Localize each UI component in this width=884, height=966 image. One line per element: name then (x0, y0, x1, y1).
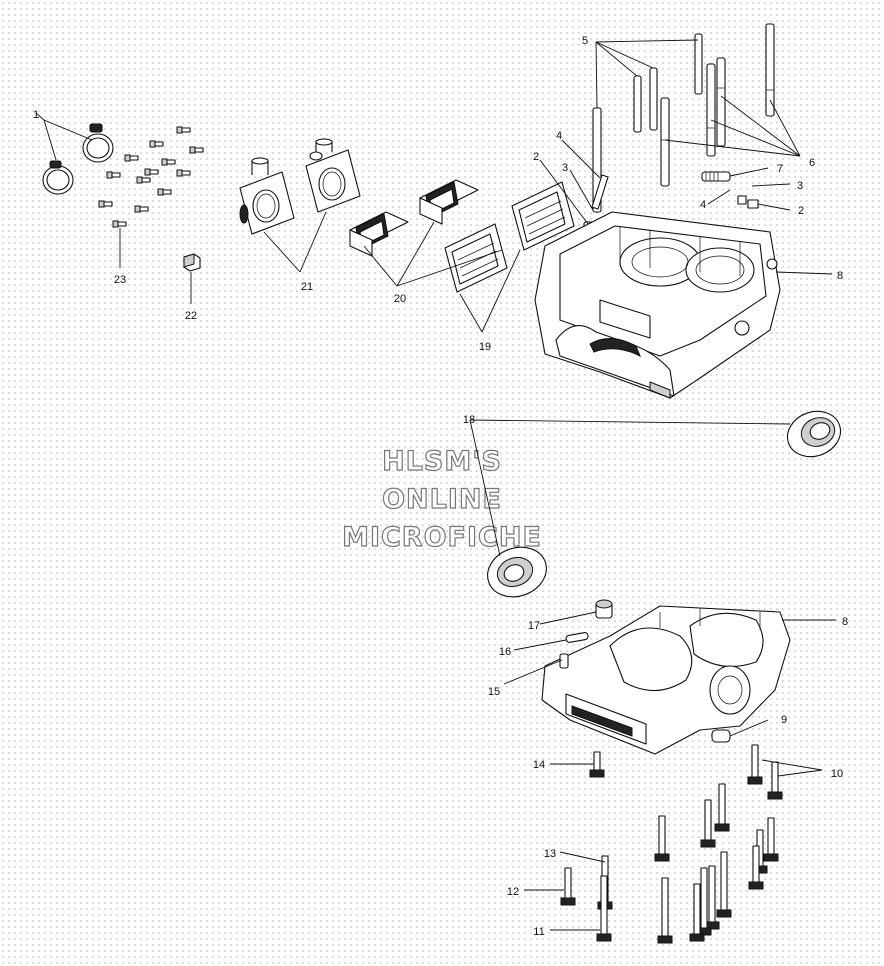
hose-clamps[interactable] (42, 123, 114, 195)
callout-1: 1 (33, 109, 39, 121)
callout-23: 23 (114, 274, 126, 286)
callout-10: 10 (831, 768, 843, 780)
callout-6: 6 (809, 157, 815, 169)
plug[interactable] (711, 729, 731, 743)
callout-11: 11 (533, 926, 544, 938)
callout-5: 5 (582, 35, 588, 47)
bushing[interactable] (595, 599, 613, 619)
callout-21: 21 (301, 281, 313, 293)
callout-15: 15 (488, 686, 500, 698)
callout-7: 7 (777, 163, 783, 175)
reed-cages[interactable] (444, 181, 575, 293)
cylinder-studs[interactable] (592, 23, 775, 213)
callout-12: 12 (507, 886, 519, 898)
watermark-line-2: ONLINE (382, 484, 502, 515)
callout-20: 20 (394, 293, 406, 305)
watermark-line-1: HLSM'S (382, 446, 502, 477)
intake-flanges[interactable] (239, 138, 361, 235)
lower-crankcase[interactable] (541, 605, 791, 755)
watermark: HLSM'S ONLINE MICROFICHE (341, 445, 542, 553)
upper-crankcase[interactable] (534, 211, 781, 399)
callout-3-left: 3 (562, 162, 568, 174)
callout-labels: 1 23 22 21 20 19 2 3 4 5 6 7 3 4 2 8 18 … (33, 35, 848, 938)
watermark-line-3: MICROFICHE (342, 522, 542, 553)
reed-valves[interactable] (349, 179, 479, 257)
callout-2-left: 2 (533, 151, 539, 163)
clip-nut[interactable] (183, 253, 201, 272)
callout-22: 22 (185, 310, 197, 322)
callout-3-right: 3 (797, 180, 803, 192)
crankcase-bolts[interactable] (560, 744, 783, 944)
small-screws[interactable] (98, 126, 204, 228)
crankshaft-seals[interactable] (481, 404, 847, 605)
callout-19: 19 (479, 341, 491, 353)
callout-16: 16 (499, 646, 511, 658)
callout-17: 17 (528, 620, 540, 632)
dowel-pin[interactable] (565, 632, 589, 643)
callout-4-left: 4 (556, 130, 562, 142)
leader-lines (35, 39, 836, 931)
callout-2-right: 2 (798, 205, 804, 217)
callout-18: 18 (463, 414, 475, 426)
callout-8-lower: 8 (842, 616, 848, 628)
callout-9: 9 (781, 714, 787, 726)
callout-4-right: 4 (700, 199, 706, 211)
callout-14: 14 (533, 759, 545, 771)
callout-13: 13 (544, 848, 556, 860)
callout-8-upper: 8 (837, 270, 843, 282)
